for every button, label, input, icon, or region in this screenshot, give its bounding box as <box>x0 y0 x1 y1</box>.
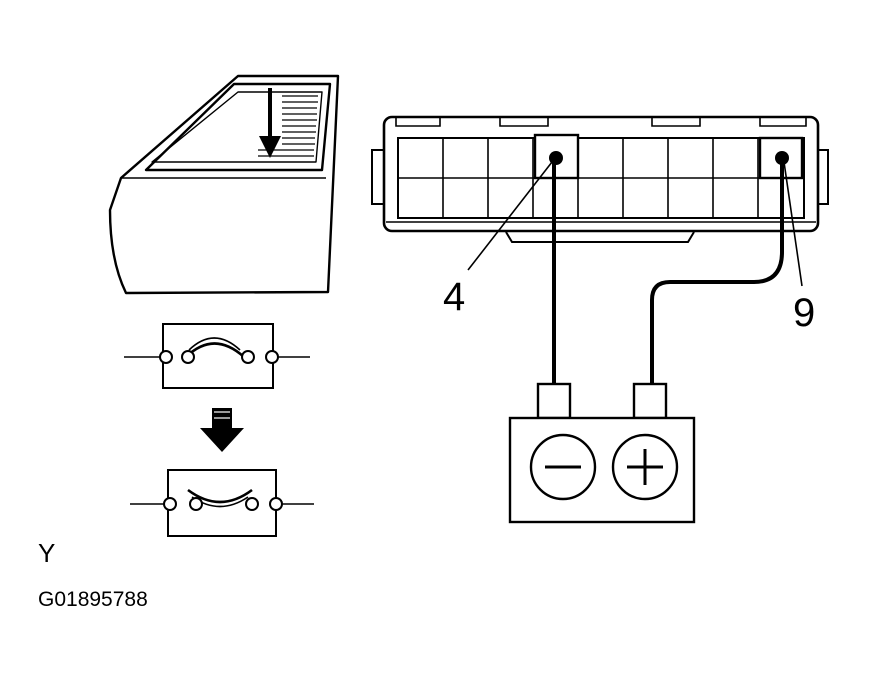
glass-hatching <box>258 95 318 157</box>
minus-icon <box>529 433 597 501</box>
pin-4-leader <box>467 161 553 271</box>
battery-body <box>508 416 696 524</box>
door-window-inner <box>151 91 323 163</box>
pin-9-dot <box>775 151 789 165</box>
pin-9-leader <box>783 161 803 287</box>
battery-negative-post <box>536 382 572 420</box>
pin-4-label: 4 <box>443 275 465 319</box>
view-letter: Y <box>38 538 55 568</box>
battery <box>508 382 696 524</box>
connector-housing <box>382 115 820 233</box>
state-change-arrow <box>200 408 244 452</box>
connector <box>371 115 829 243</box>
door-illustration <box>108 74 340 295</box>
pin-9-label: 9 <box>793 291 815 335</box>
positive-lead <box>650 160 784 388</box>
battery-positive-post <box>632 382 668 420</box>
pin-4-cell <box>533 133 580 180</box>
door-window-frame <box>144 82 332 172</box>
door-outline <box>108 74 340 295</box>
window-down-arrow-head <box>259 136 281 158</box>
figure-id: G01895788 <box>38 588 148 611</box>
plus-icon <box>611 433 679 501</box>
test-leads <box>552 160 784 388</box>
switch-state-after <box>130 469 314 537</box>
switch-state-before <box>124 323 310 389</box>
